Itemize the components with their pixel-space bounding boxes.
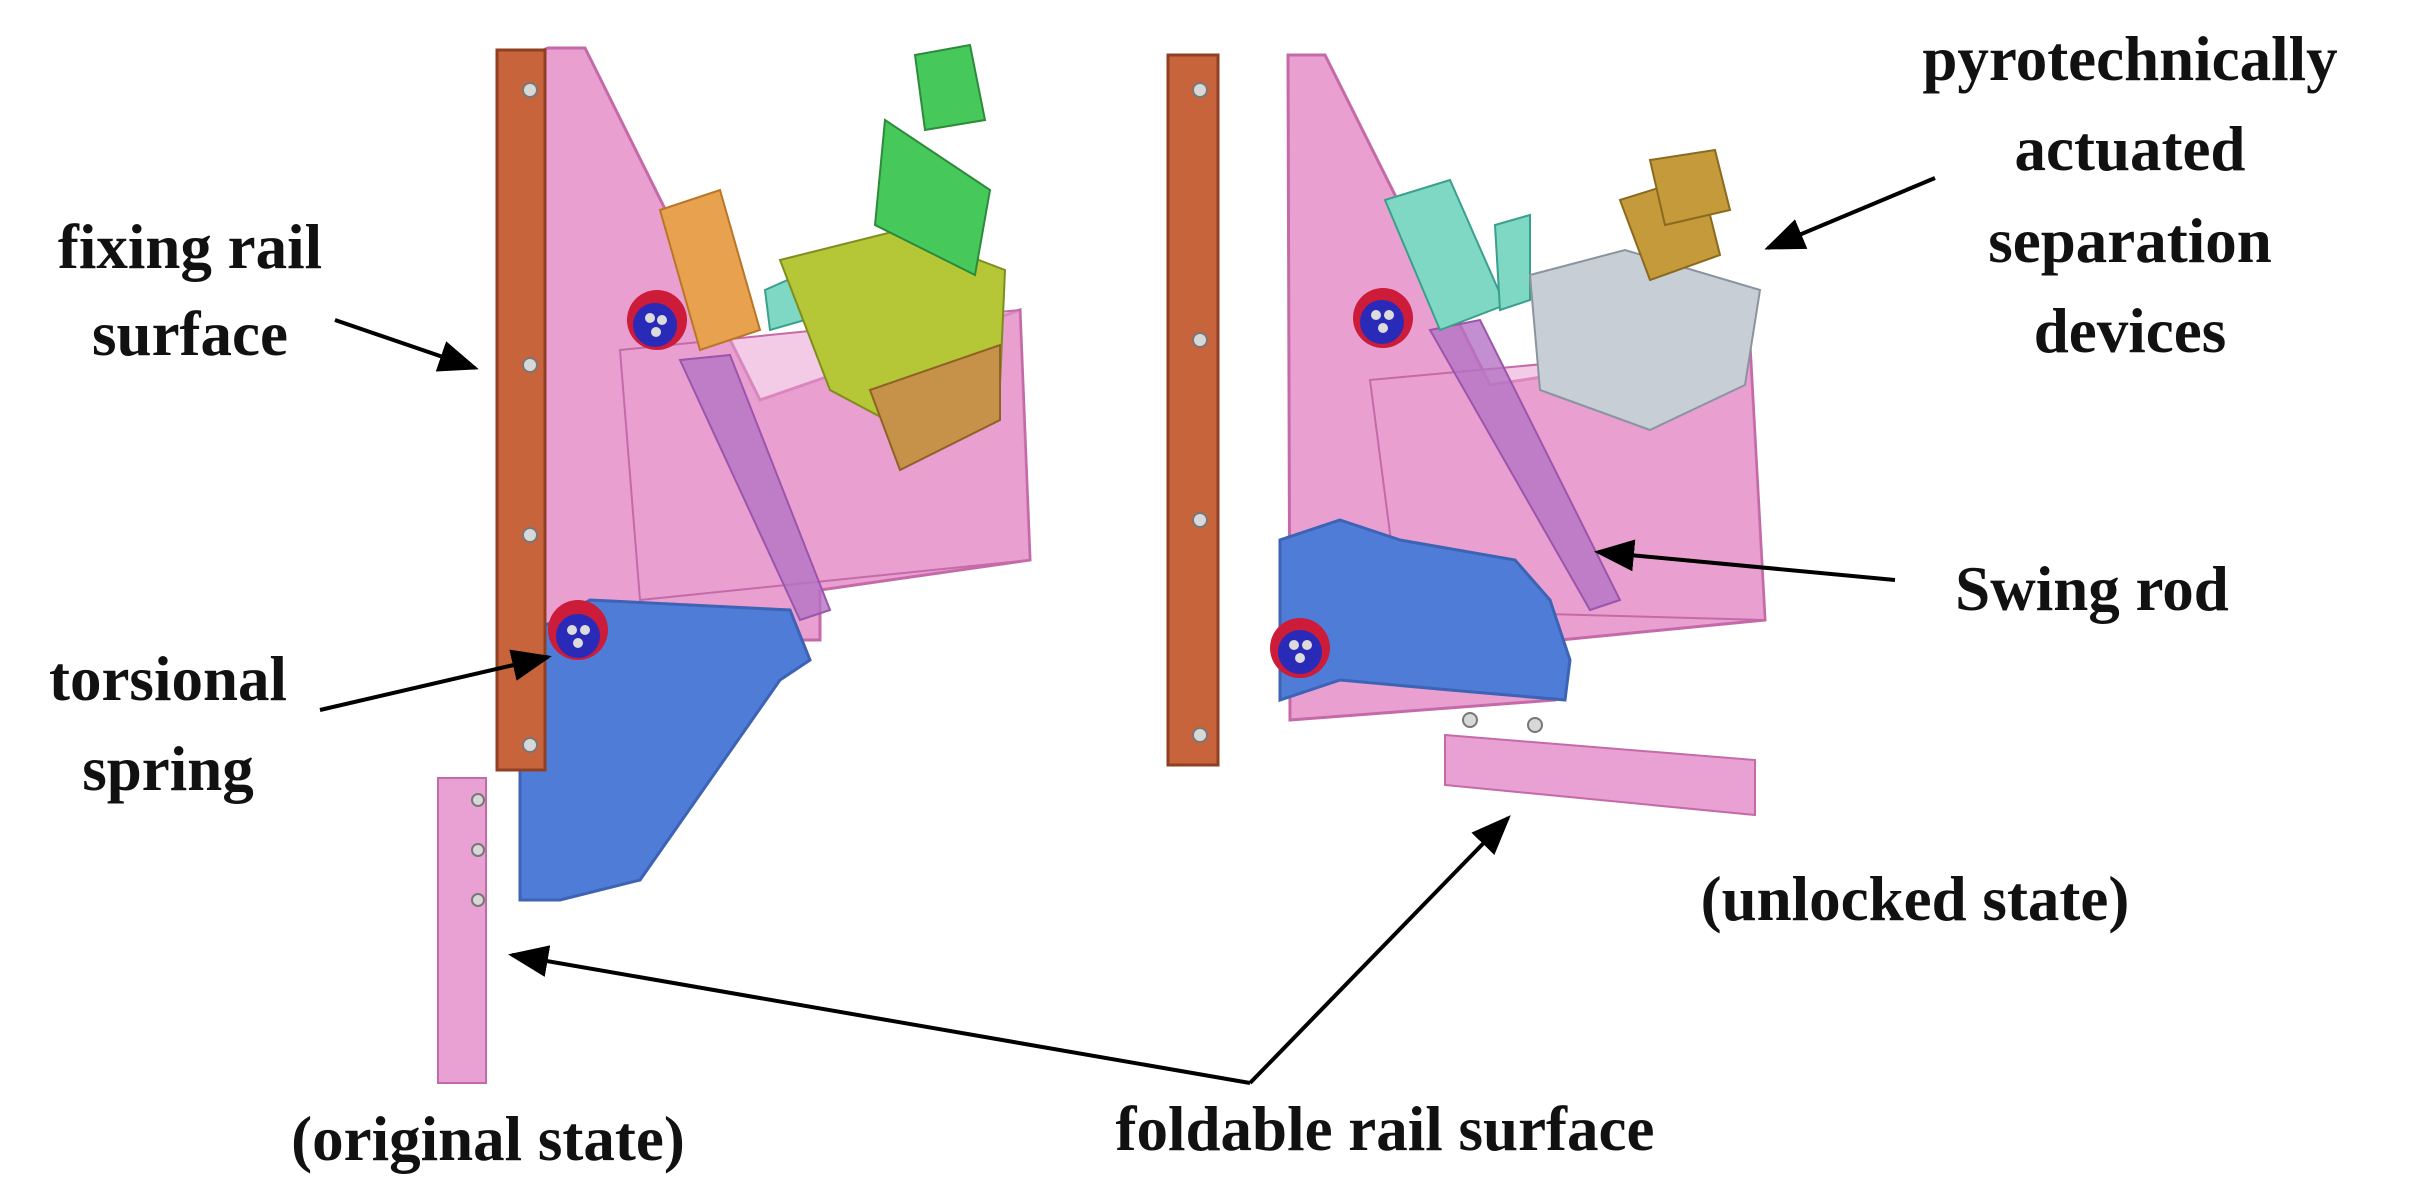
label-foldable-rail: foldable rail surface <box>1116 1094 1655 1164</box>
foldable-rail-original <box>437 777 487 1084</box>
arrow-pyrotechnic <box>1764 176 1936 250</box>
arrow-torsional-spring <box>319 649 552 712</box>
pyrotechnic-device-unlocked <box>1383 148 1762 432</box>
unlocked-state-assembly <box>1166 53 1767 817</box>
label-fixing-rail-line1: fixing rail <box>58 212 322 282</box>
label-fixing-rail-line2: surface <box>92 299 288 369</box>
torsional-spring-lower-unlocked <box>1270 618 1330 678</box>
arrow-swing-rod <box>1594 539 1896 582</box>
arrow-foldable-right <box>1248 815 1511 1085</box>
callout-arrows <box>319 176 1936 1085</box>
label-swing-rod: Swing rod <box>1955 554 2229 624</box>
torsional-spring-upper-original <box>627 290 687 350</box>
label-torsional-line1: torsional <box>49 644 287 714</box>
torsional-spring-upper-unlocked <box>1353 288 1413 348</box>
foldable-rail-unlocked <box>1444 733 1756 817</box>
label-pyro-line2: actuated <box>2015 114 2246 184</box>
label-pyro-line4: devices <box>2034 296 2226 366</box>
original-state-assembly <box>437 43 1032 1084</box>
swing-rod-original <box>678 353 832 622</box>
labels: fixing rail surface torsional spring pyr… <box>49 24 2338 1174</box>
bolts-unlocked <box>1192 82 1543 743</box>
label-original-state: (original state) <box>291 1104 685 1174</box>
fixing-rail-unlocked <box>1166 53 1220 767</box>
label-pyro-line1: pyrotechnically <box>1922 24 2337 94</box>
arrow-fixing-rail <box>334 318 479 372</box>
pyrotechnic-device-original <box>658 43 1007 472</box>
torsional-spring-lower-original <box>548 600 608 660</box>
swing-rod-unlocked <box>1428 318 1622 612</box>
bolts-original <box>471 82 538 907</box>
arrow-foldable-left <box>508 945 1251 1085</box>
label-torsional-line2: spring <box>82 734 254 804</box>
label-unlocked-state: (unlocked state) <box>1701 864 2130 934</box>
label-pyro-line3: separation <box>1988 206 2272 276</box>
